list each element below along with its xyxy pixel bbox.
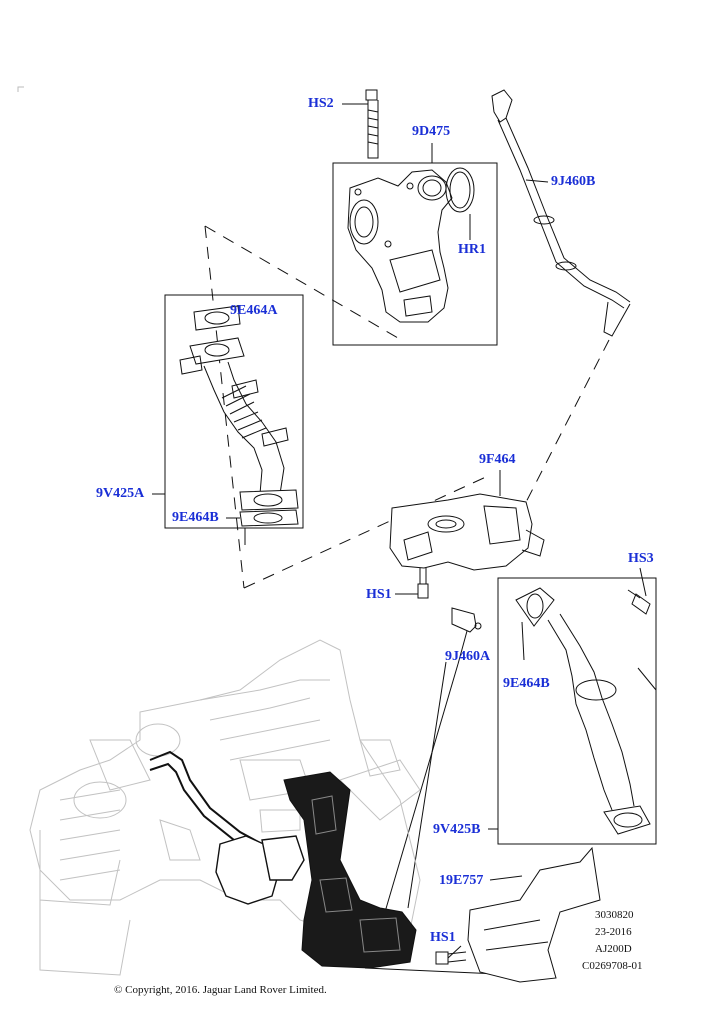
bolt-hs3 [627,589,651,615]
dashed-alignment-lines [204,225,610,589]
reference-code-4: C0269708-01 [582,960,643,972]
pipe-9v425b [547,613,651,835]
callout-9v425a: 9V425A [96,486,145,501]
reference-code-1: 3030820 [595,909,634,921]
engine-egr-highlight [149,750,417,969]
callout-9j460b: 9J460B [551,174,596,189]
sensor-9j460a [451,607,482,633]
callout-9e464b-right: 9E464B [503,676,550,691]
callout-hr1: HR1 [458,242,486,257]
egr-cooler-9f464 [389,493,545,571]
egr-valve [347,169,453,323]
gasket-9e464b-right [515,587,555,627]
gasket-9e464b-left [239,509,299,527]
callout-hs1-lower: HS1 [430,930,456,945]
bolt-hs2 [365,89,379,159]
callout-9e464b-left: 9E464B [172,510,219,525]
callout-9j460a: 9J460A [445,649,491,664]
right-pipe-box [497,577,657,845]
callout-9v425b: 9V425B [433,822,481,837]
corner-mark [17,86,24,92]
o-ring-hr1 [445,167,475,213]
egr-valve-box [332,162,498,346]
callout-9e464a: 9E464A [230,303,278,318]
hose-9j460b [491,89,631,337]
reference-code-3: AJ200D [595,943,632,955]
reference-code-2: 23-2016 [595,926,632,938]
engine-assembly [29,639,421,976]
bolt-hs1-upper [417,568,429,599]
callout-19e757: 19E757 [439,873,484,888]
callout-hs1-upper: HS1 [366,587,392,602]
copyright-notice: © Copyright, 2016. Jaguar Land Rover Lim… [114,984,327,996]
pipe-9v425a [179,305,299,511]
heat-shield-19e757 [467,846,601,983]
callout-hs3: HS3 [628,551,654,566]
callout-9d475: 9D475 [412,124,451,139]
left-pipe-box [164,294,304,529]
callout-9f464: 9F464 [479,452,516,467]
bolt-hs1-lower [435,951,467,965]
callout-hs2: HS2 [308,96,334,111]
